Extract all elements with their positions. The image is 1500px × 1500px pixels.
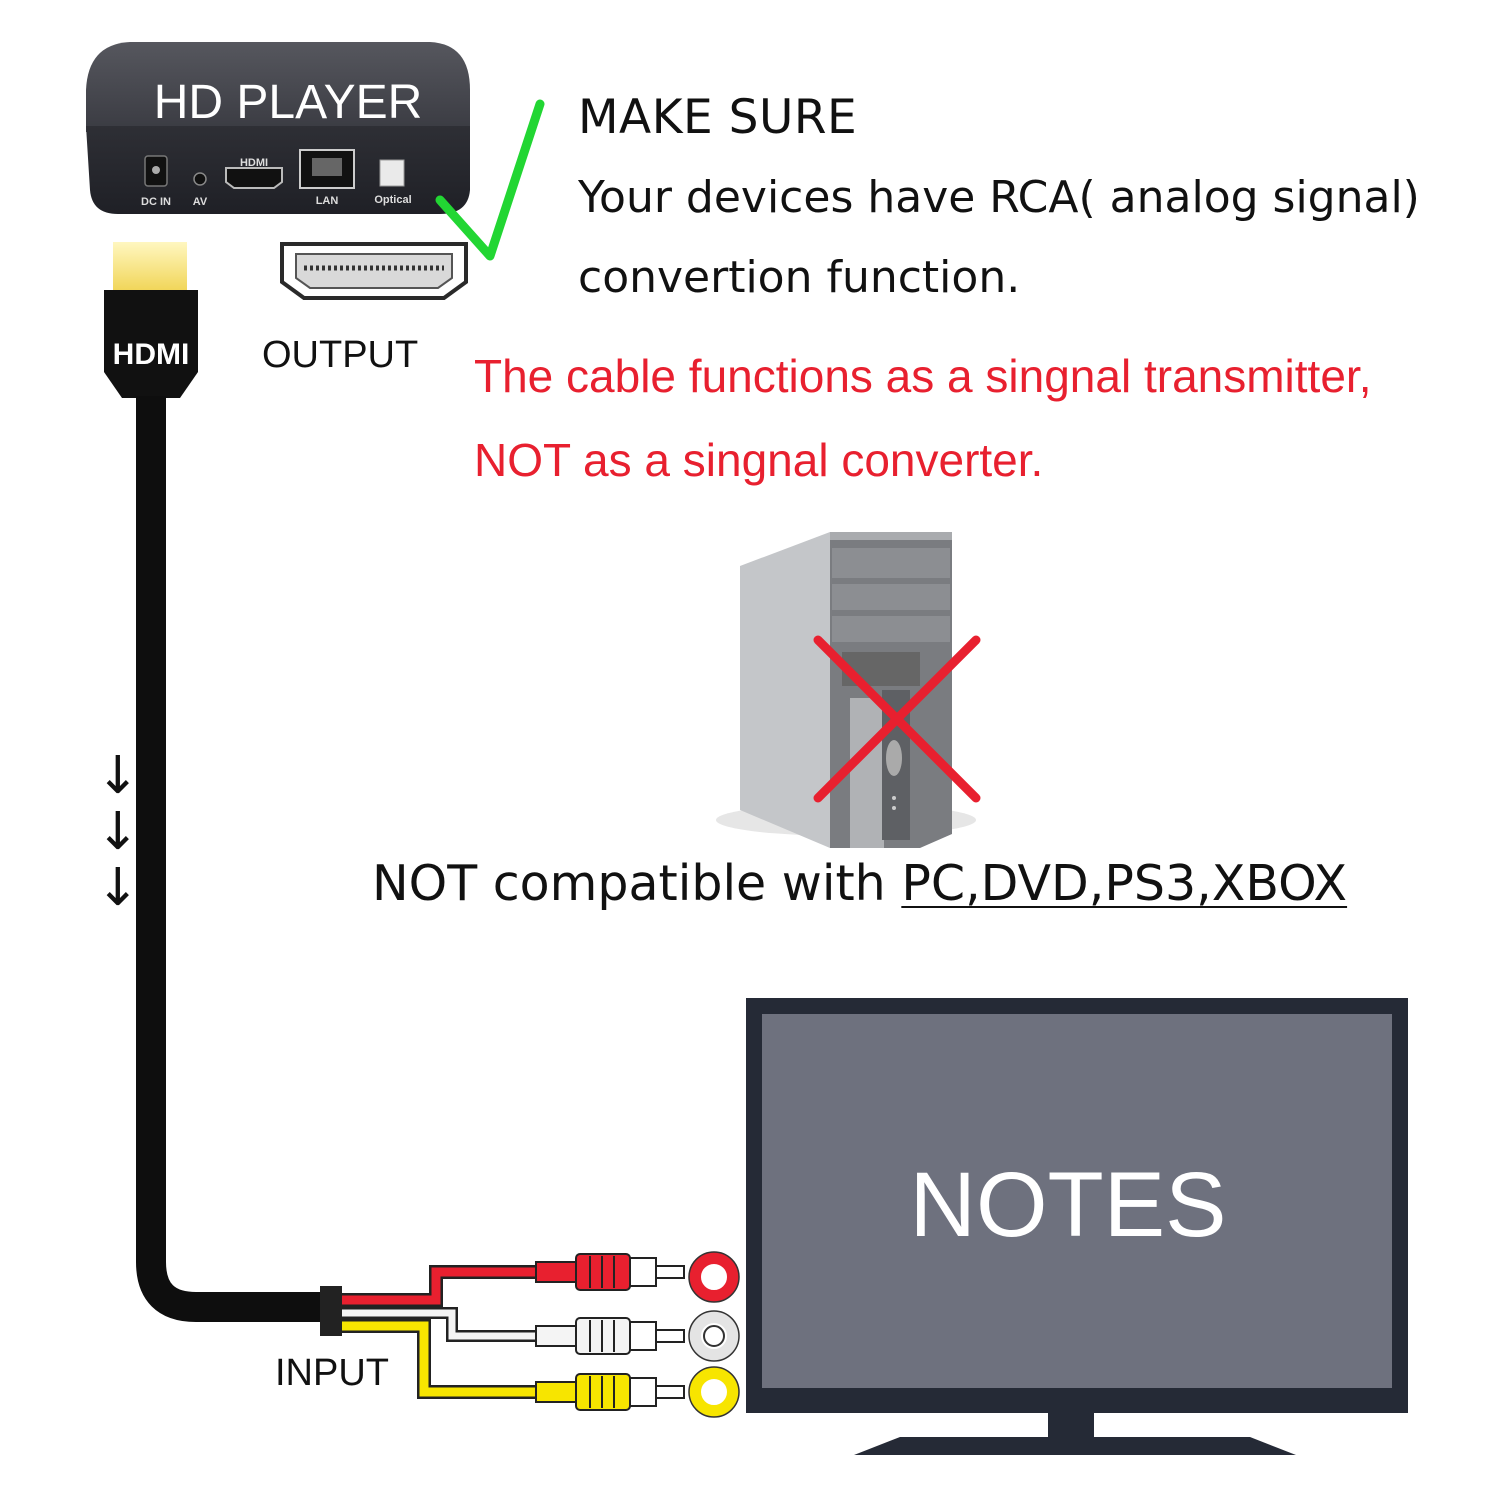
splitter-block: [320, 1286, 342, 1336]
white-wire: [342, 1309, 540, 1340]
rca-white-plug-icon: [535, 1310, 740, 1362]
check-icon: [435, 99, 545, 261]
hdmi-port-label: HDMI: [240, 157, 268, 169]
dc-in-label: DC IN: [141, 196, 171, 208]
tv-icon: NOTES: [746, 998, 1408, 1455]
hdmi-cable: [136, 396, 326, 1322]
optical-port-icon: [379, 159, 405, 187]
down-arrows: ↓ ↓ ↓: [96, 746, 140, 918]
down-arrow-icon: ↓: [96, 802, 140, 862]
av-port-icon: [193, 172, 207, 186]
compatibility-prefix: NOT compatible with: [372, 855, 902, 912]
hdmi-output-port-icon: [280, 242, 468, 300]
cross-icon: [813, 635, 981, 803]
hdmi-plug-icon: HDMI: [104, 242, 198, 398]
tv-screen: [762, 1014, 1392, 1388]
make-sure-heading: MAKE SURE: [578, 90, 858, 145]
warning-line-1: The cable functions as a singnal transmi…: [474, 350, 1372, 402]
lan-label: LAN: [316, 195, 339, 207]
pc-tower-icon: [716, 532, 976, 848]
down-arrow-icon: ↓: [96, 858, 140, 918]
player-title: HD PLAYER: [154, 76, 423, 129]
hdmi-plug-label: HDMI: [113, 338, 190, 371]
rca-red-plug-icon: [535, 1251, 740, 1303]
input-label: INPUT: [275, 1352, 389, 1394]
compatibility-note: NOT compatible with PC,DVD,PS3,XBOX: [372, 855, 1347, 912]
incompatible-devices: PC,DVD,PS3,XBOX: [901, 855, 1348, 912]
rca-yellow-plug-icon: [535, 1366, 740, 1418]
warning-line-2: NOT as a singnal converter.: [474, 434, 1044, 486]
optical-label: Optical: [374, 194, 411, 206]
av-label: AV: [193, 196, 208, 208]
tv-screen-text: NOTES: [910, 1154, 1227, 1256]
red-wire: [342, 1267, 540, 1305]
yellow-wire: [342, 1321, 540, 1397]
make-sure-line-2: convertion function.: [578, 252, 1021, 303]
output-label: OUTPUT: [262, 334, 419, 376]
hd-player-icon: DC IN AV HDMI LAN Optical HD PLAYER: [86, 42, 470, 214]
hdmi-port-icon: [225, 167, 283, 189]
make-sure-line-1: Your devices have RCA( analog signal): [578, 172, 1420, 223]
down-arrow-icon: ↓: [96, 746, 140, 806]
